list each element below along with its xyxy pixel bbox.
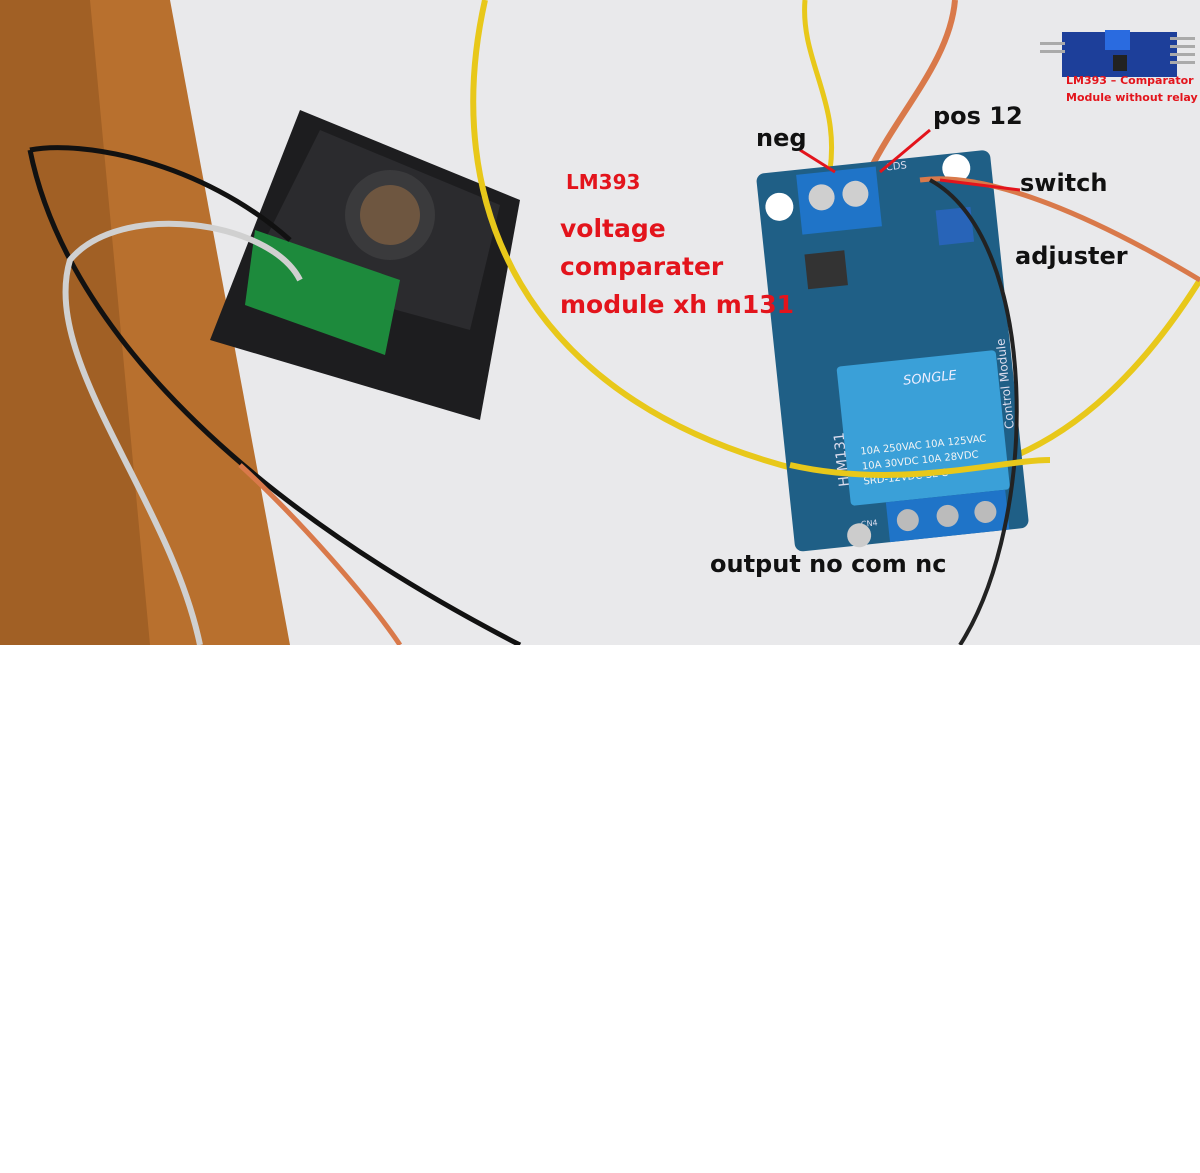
- pos12-label: pos 12: [933, 102, 1023, 130]
- lm393-label: LM393: [566, 170, 641, 194]
- module-desc-line2: comparater: [560, 252, 724, 281]
- switch-pointer: [939, 178, 1021, 192]
- neg-pointer: [799, 148, 836, 174]
- black-wire: [27, 145, 522, 645]
- switch-label: switch: [1020, 169, 1108, 197]
- neg-label: neg: [756, 124, 807, 152]
- relay-brand: SONGLE: [903, 368, 959, 389]
- lm393-inset-image: [1040, 30, 1195, 77]
- orange-wire: [238, 463, 403, 645]
- pos-pointer: [879, 128, 931, 174]
- module-desc-line3: module xh m131: [560, 290, 795, 319]
- output-label: output no com nc: [710, 550, 947, 578]
- inset-caption-line2: Module without relay: [1066, 91, 1198, 104]
- blank-area: [0, 645, 1200, 1173]
- relay-module-board: SONGLE 10A 250VAC 10A 125VAC 10A 30VDC 1…: [756, 150, 1029, 552]
- svg-text:CDS: CDS: [885, 160, 907, 173]
- inset-caption-line1: LM393 – Comparator: [1066, 74, 1194, 87]
- module-desc-line1: voltage: [560, 214, 666, 243]
- svg-text:CN4: CN4: [861, 518, 879, 529]
- adjuster-label: adjuster: [1015, 242, 1128, 270]
- photo: SONGLE 10A 250VAC 10A 125VAC 10A 30VDC 1…: [0, 0, 1200, 645]
- grey-wire: [62, 220, 303, 645]
- yellow-wire: [470, 0, 1200, 484]
